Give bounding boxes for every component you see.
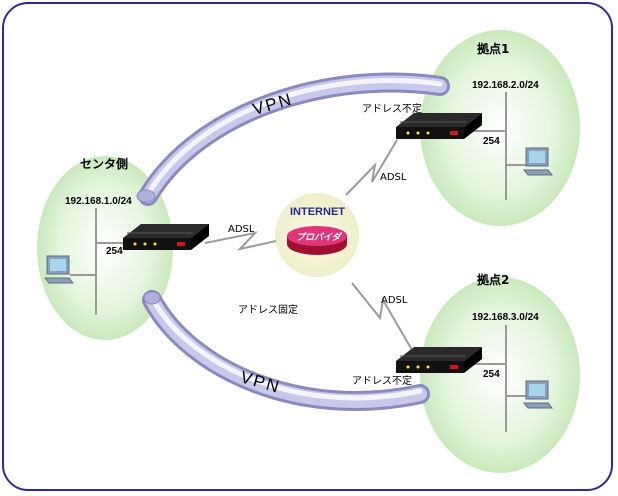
branch2-router-icon bbox=[396, 347, 482, 373]
vpn-label-top: VPN bbox=[250, 89, 295, 119]
branch2-site-area bbox=[420, 277, 580, 473]
adsl-label-branch1: ADSL bbox=[380, 172, 407, 183]
branch1-router-icon bbox=[396, 113, 482, 139]
center-site-title: センタ側 bbox=[80, 156, 128, 171]
center-router-icon bbox=[123, 224, 209, 250]
branch2-subnet: 192.168.3.0/24 bbox=[472, 312, 539, 323]
branch2-pc-icon bbox=[522, 380, 554, 409]
center-subnet: 192.168.1.0/24 bbox=[65, 196, 132, 207]
branch1-lan bbox=[474, 92, 526, 200]
branch1-wan-address: アドレス不定 bbox=[362, 102, 422, 115]
adsl-label-branch2: ADSL bbox=[381, 295, 408, 306]
center-router-ip: 254 bbox=[106, 246, 123, 257]
adsl-link-branch1 bbox=[345, 139, 398, 196]
branch1-site-title: 拠点1 bbox=[477, 41, 509, 56]
branch1-site-area bbox=[420, 30, 580, 226]
adsl-link-branch2 bbox=[351, 282, 413, 351]
internet-label: INTERNET bbox=[290, 206, 345, 218]
provider-label: プロバイダ bbox=[296, 232, 343, 243]
center-address-label: アドレス固定 bbox=[238, 303, 298, 316]
vpn-tunnel-bottom bbox=[142, 290, 430, 411]
branch2-router-ip: 254 bbox=[483, 369, 500, 380]
vpn-tunnel-top bbox=[136, 72, 450, 206]
branch2-wan-address: アドレス不定 bbox=[352, 374, 412, 387]
center-pc-icon bbox=[43, 255, 75, 284]
branch1-router-ip: 254 bbox=[483, 136, 500, 147]
center-lan bbox=[70, 208, 125, 315]
branch2-site-title: 拠点2 bbox=[477, 272, 509, 287]
branch2-lan bbox=[474, 325, 526, 432]
adsl-link-center bbox=[204, 231, 277, 251]
branch1-subnet: 192.168.2.0/24 bbox=[472, 80, 539, 91]
adsl-label-center: ADSL bbox=[228, 224, 255, 235]
center-site-area bbox=[37, 156, 173, 340]
provider-disc bbox=[287, 226, 347, 255]
branch1-pc-icon bbox=[522, 147, 554, 176]
